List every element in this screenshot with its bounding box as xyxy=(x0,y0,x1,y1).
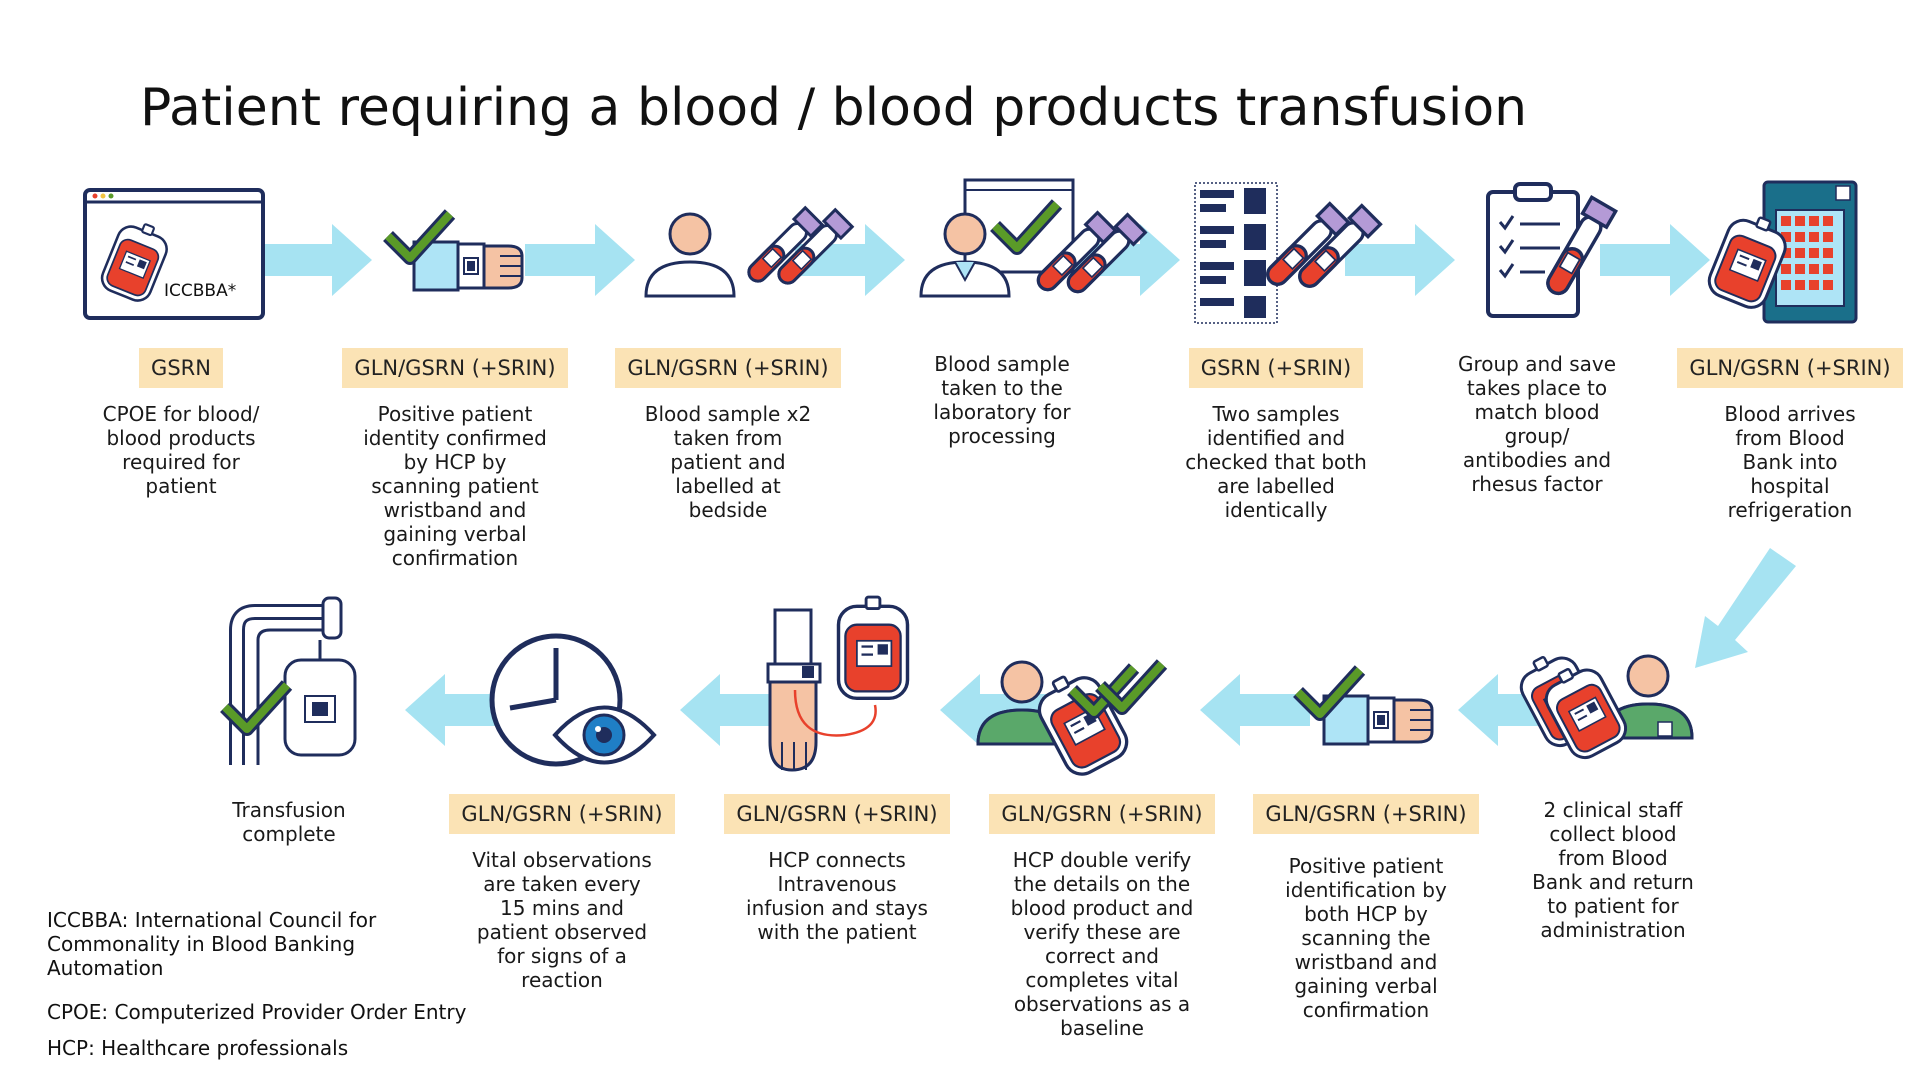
note-hcp: HCP: Healthcare professionals xyxy=(47,1036,349,1060)
staff-blood-bags-icon xyxy=(1510,643,1694,765)
nurse-double-check-icon xyxy=(976,662,1162,782)
step-1-tag: GSRN xyxy=(139,348,223,388)
doctor-tubes-icon xyxy=(919,178,1147,300)
step-5-tag: GSRN (+SRIN) xyxy=(1188,348,1364,388)
step-11-tag: GLN/GSRN (+SRIN) xyxy=(724,794,950,834)
iv-arm-bag-icon xyxy=(766,595,910,772)
step-2-tag: GLN/GSRN (+SRIN) xyxy=(342,348,568,388)
wristband-check-icon-2 xyxy=(1298,670,1434,746)
order-screen-icon: ICCBBA* xyxy=(83,188,265,320)
patient-tubes-icon xyxy=(644,206,854,298)
step-7-tag: GLN/GSRN (+SRIN) xyxy=(1677,348,1903,388)
iv-stand-check-icon xyxy=(225,596,357,765)
note-cpoe: CPOE: Computerized Provider Order Entry xyxy=(47,1000,467,1024)
wristband-check-icon xyxy=(388,214,524,292)
note-iccbba: ICCBBA: International Council for Common… xyxy=(47,908,377,980)
clipboard-tube-icon xyxy=(1486,182,1618,318)
step-10-tag: GLN/GSRN (+SRIN) xyxy=(989,794,1215,834)
step-3-tag: GLN/GSRN (+SRIN) xyxy=(615,348,841,388)
page-title: Patient requiring a blood / blood produc… xyxy=(140,78,1528,138)
cpoe-label: ICCBBA* xyxy=(164,281,236,301)
step-12-tag: GLN/GSRN (+SRIN) xyxy=(449,794,675,834)
barcode-tubes-icon xyxy=(1194,182,1383,324)
blood-fridge-icon xyxy=(1702,180,1858,324)
clock-eye-icon xyxy=(489,633,657,767)
step-9-tag: GLN/GSRN (+SRIN) xyxy=(1253,794,1479,834)
